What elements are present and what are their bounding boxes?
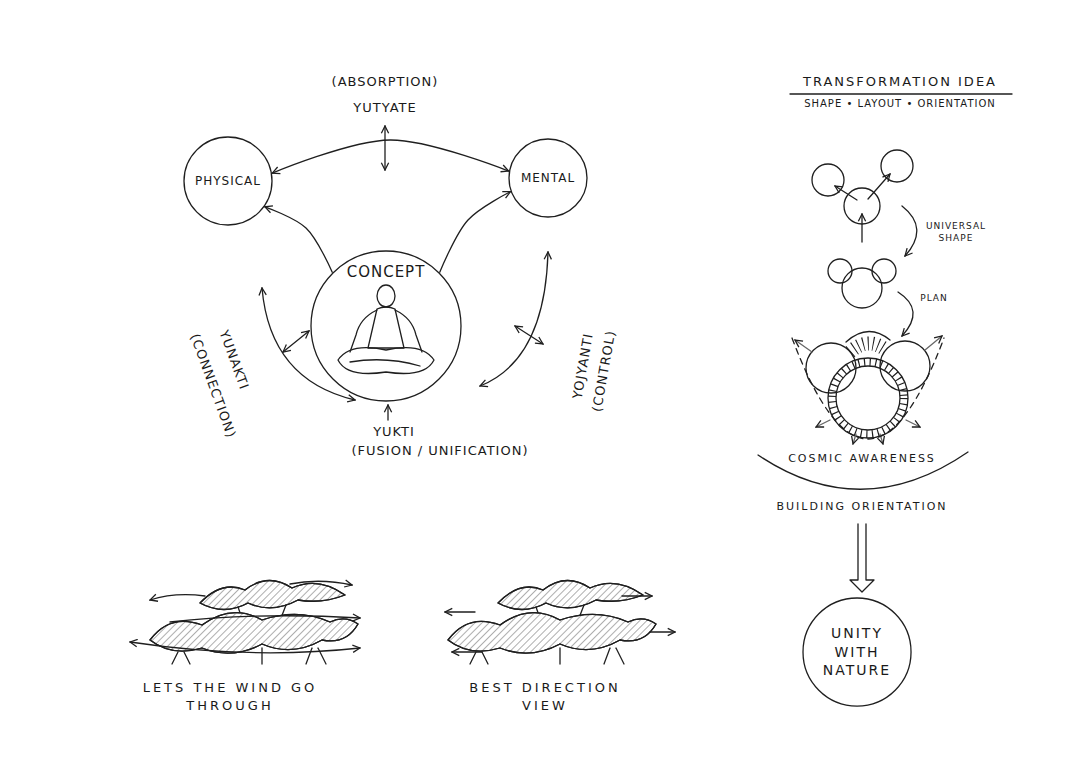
canopy-sketch — [448, 580, 656, 664]
arrow — [868, 174, 890, 199]
concept-circle: MENTAL — [508, 138, 588, 218]
annotation-label: PLAN — [920, 292, 948, 304]
view-arrow — [452, 651, 482, 652]
column — [306, 648, 312, 664]
node-text: PHYSICAL — [195, 173, 261, 189]
figure-arm — [395, 310, 422, 352]
concept-circle: CONCEPT — [310, 250, 462, 402]
arc-arrow — [480, 252, 548, 386]
shape-circle — [872, 259, 896, 283]
node-label: MENTAL — [521, 170, 575, 186]
arc-arrow — [262, 288, 355, 400]
annotation-label: YUKTI — [373, 423, 415, 441]
plan-circle — [880, 341, 930, 391]
shape-circle — [881, 150, 913, 182]
annotation-label: YUTYATE — [353, 99, 416, 117]
column — [559, 648, 560, 664]
canopy — [200, 580, 345, 609]
annotation-label: UNIVERSAL SHAPE — [920, 220, 992, 244]
wind-arrow — [130, 642, 360, 653]
dashed-arc — [792, 338, 944, 439]
view-arrow — [650, 631, 675, 632]
wind-arrow — [290, 581, 352, 585]
underline — [790, 93, 1012, 94]
curved-arrow — [902, 206, 917, 256]
canopy — [448, 613, 656, 654]
view-arrow — [622, 595, 652, 596]
column — [616, 648, 624, 664]
figure-legs — [338, 348, 434, 374]
concept-circle: PHYSICAL — [183, 136, 273, 226]
figure-legs — [350, 360, 420, 366]
annotation-label: TRANSFORMATION IDEA — [803, 73, 997, 91]
annotation-label: COSMIC AWARENESS — [788, 452, 936, 467]
up-arrow — [387, 405, 388, 420]
shape-circle — [842, 268, 882, 308]
orientation-arc — [758, 452, 968, 489]
node-text: UNITY WITH NATURE — [817, 624, 897, 681]
connector-arrow — [440, 192, 511, 273]
canopy — [150, 613, 358, 654]
arrow — [906, 420, 920, 427]
column — [470, 652, 476, 664]
connector-arrow — [265, 207, 332, 272]
curved-arrow — [898, 292, 913, 336]
node-label: UNITY WITH NATURE — [817, 624, 897, 681]
plan-ring — [832, 362, 904, 434]
circle-outline — [803, 598, 911, 706]
figure-torso — [368, 307, 404, 348]
circle-outline — [184, 137, 272, 225]
plan-band — [850, 343, 886, 352]
arrow — [795, 340, 812, 352]
node-label: CONCEPT — [347, 262, 426, 282]
shape-circle — [828, 259, 852, 283]
canopy — [448, 613, 656, 654]
canopy — [498, 580, 643, 609]
canopy — [200, 580, 345, 609]
arrow — [853, 434, 856, 444]
double-arrow — [283, 331, 309, 352]
column — [172, 652, 178, 664]
double-arrow — [515, 326, 543, 344]
circle-outline — [311, 251, 461, 401]
annotation-label: (FUSION / UNIFICATION) — [352, 442, 529, 460]
arrow — [861, 214, 862, 242]
node-text: MENTAL — [521, 170, 575, 186]
circle-outline — [509, 139, 587, 217]
canopy — [498, 580, 643, 609]
shape-circle — [812, 164, 844, 196]
plan-ring — [836, 366, 900, 430]
column — [604, 648, 610, 664]
annotation-label: BEST DIRECTION VIEW — [458, 679, 633, 714]
arrow — [925, 336, 942, 350]
canopy — [150, 613, 358, 654]
wind-arrow — [170, 616, 360, 622]
connector-arrow — [272, 140, 508, 173]
annotation-label: SHAPE • LAYOUT • ORIENTATION — [804, 97, 996, 111]
figure-head — [377, 285, 395, 307]
figure-arm — [350, 310, 377, 352]
arrow — [835, 186, 857, 200]
annotation-label: (ABSORPTION) — [332, 73, 439, 91]
column — [184, 652, 190, 664]
hollow-arrow — [850, 524, 874, 592]
annotation-label: LETS THE WIND GO THROUGH — [128, 679, 333, 714]
column — [318, 648, 326, 664]
arrow — [816, 420, 830, 427]
plan-circle — [806, 343, 856, 393]
wind-arrow — [150, 595, 205, 600]
column — [261, 648, 262, 664]
annotation-label: BUILDING ORIENTATION — [776, 500, 947, 515]
node-text: CONCEPT — [347, 262, 426, 282]
concept-circle: UNITY WITH NATURE — [802, 597, 912, 707]
view-arrow — [445, 611, 475, 612]
node-label: PHYSICAL — [195, 173, 261, 189]
double-arrow — [384, 126, 385, 170]
column — [482, 652, 488, 664]
